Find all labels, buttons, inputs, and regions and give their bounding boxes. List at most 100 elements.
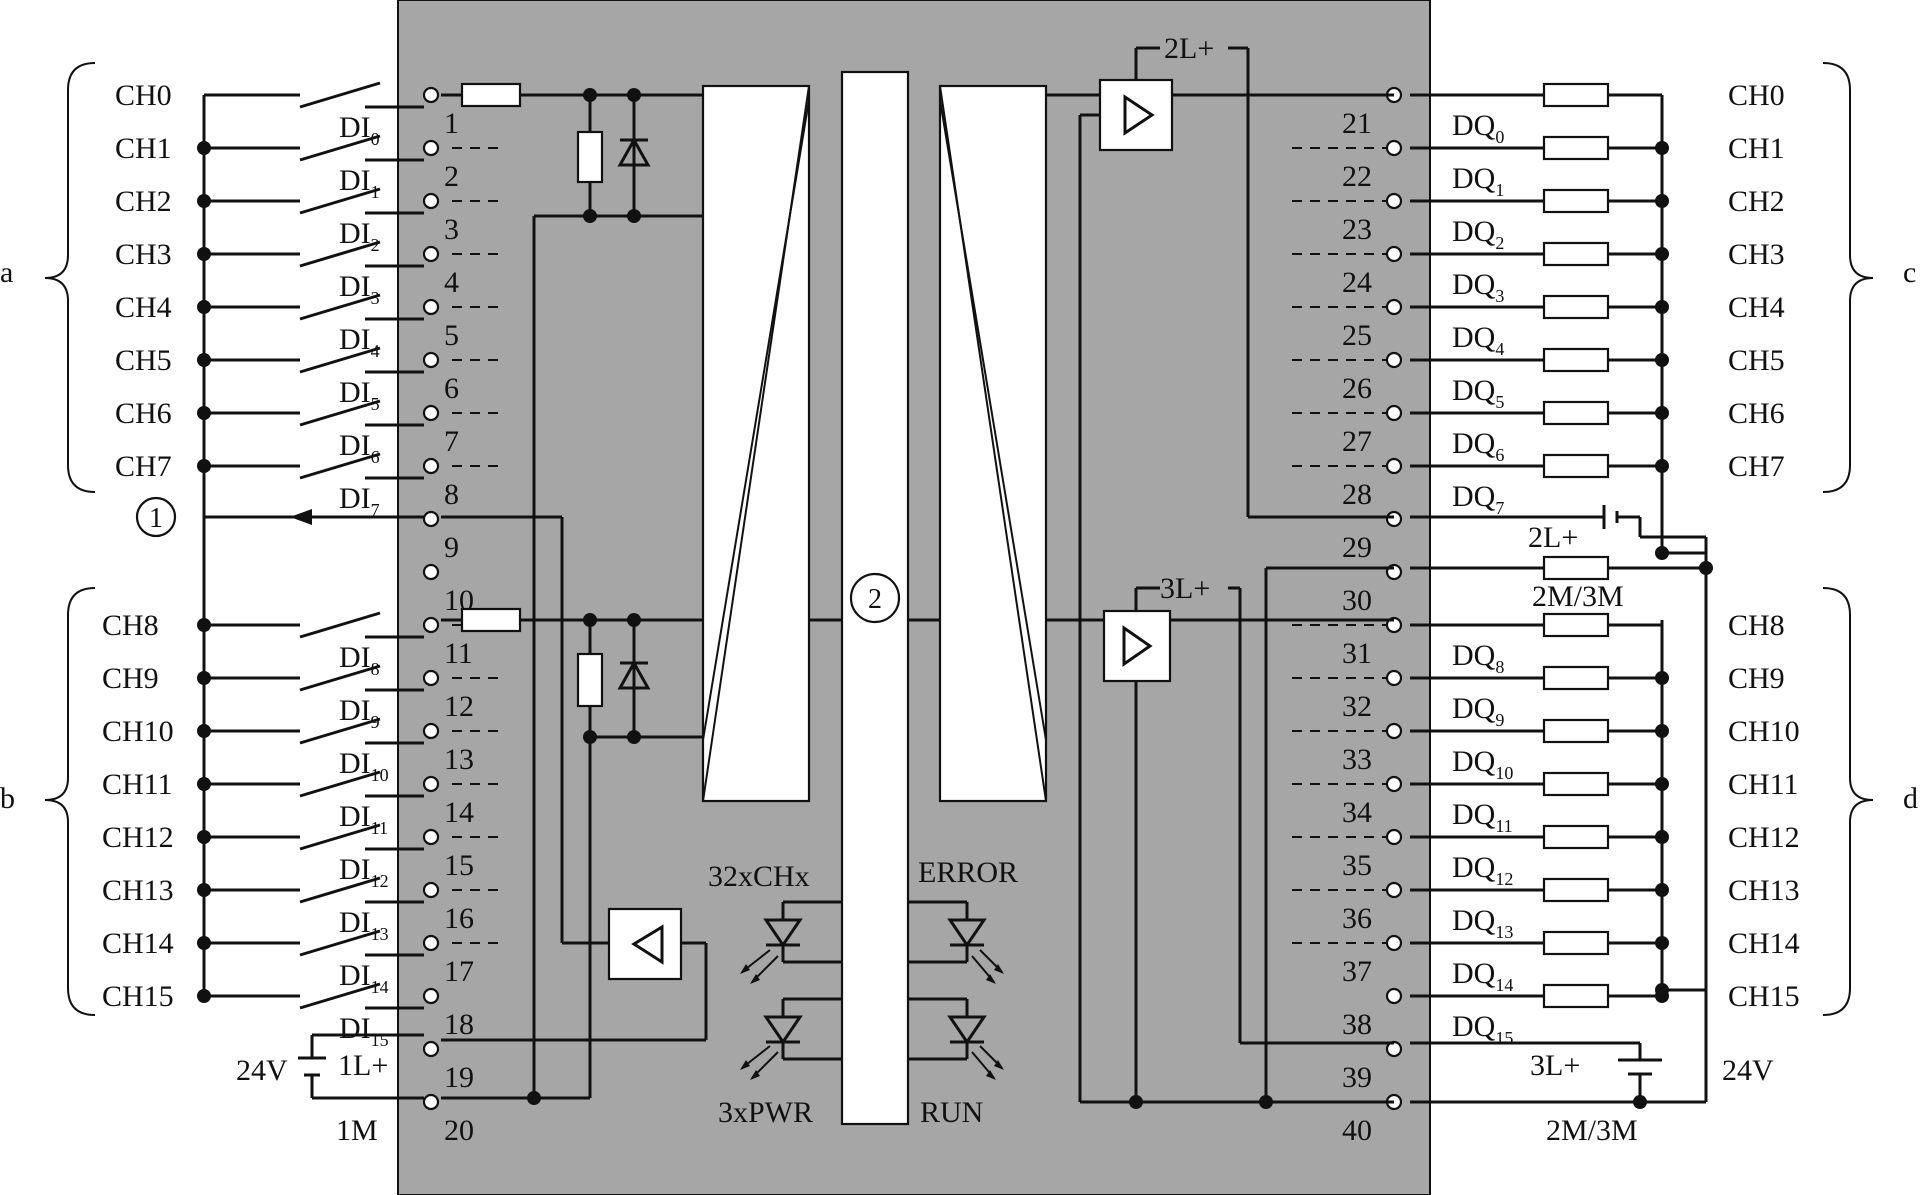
di-label: DI13 <box>339 906 389 944</box>
wire <box>299 399 381 427</box>
output-load-resistor <box>1542 824 1610 850</box>
input-channel-label: CH5 <box>115 344 172 377</box>
dq-label: DQ1 <box>1452 162 1504 200</box>
wire <box>299 823 381 851</box>
dq-label: DQ5 <box>1452 374 1504 412</box>
output-load-resistor <box>1542 718 1610 744</box>
junction-dot <box>197 353 211 367</box>
junction-dot <box>1655 247 1669 261</box>
input-terminal <box>422 934 440 952</box>
di-label: DI12 <box>339 853 389 891</box>
junction-dot <box>197 671 211 685</box>
ground-label-bottom: 2M/3M <box>1546 1114 1638 1147</box>
output-terminal-number: 36 <box>1342 902 1372 935</box>
wire <box>299 240 381 268</box>
input-channel-label: CH3 <box>115 238 172 271</box>
input-channel-label: CH9 <box>102 662 159 695</box>
output-channel-label: CH13 <box>1728 874 1800 907</box>
input-terminal <box>422 351 440 369</box>
junction-dot <box>197 989 211 1003</box>
output-channel-label: CH1 <box>1728 132 1785 165</box>
output-terminal <box>1385 192 1403 210</box>
input-terminal-number: 19 <box>444 1061 474 1094</box>
input-filter-bottom <box>441 607 703 1098</box>
input-terminal-number: 2 <box>444 160 459 193</box>
output-terminal-number: 33 <box>1342 743 1372 776</box>
input-terminal-number: 8 <box>444 478 459 511</box>
output-terminal-number: 26 <box>1342 372 1372 405</box>
bus-marker-label: 2 <box>868 584 882 615</box>
group-c-label: c <box>1903 256 1916 289</box>
wire <box>299 717 381 745</box>
supply2-plus-right: 2L+ <box>1528 521 1578 554</box>
input-terminal-number: 5 <box>444 319 459 352</box>
output-terminal-number: 25 <box>1342 319 1372 352</box>
junction-dot <box>1655 671 1669 685</box>
output-channel-label: CH2 <box>1728 185 1785 218</box>
dq-label: DQ4 <box>1452 321 1504 359</box>
dq-label: DQ10 <box>1452 745 1513 783</box>
input-channel-label: CH8 <box>102 609 159 642</box>
dq-label: DQ13 <box>1452 904 1513 942</box>
output-channel-label: CH15 <box>1728 980 1800 1013</box>
input-terminal <box>422 775 440 793</box>
output-supply-3 <box>1410 1041 1662 1104</box>
input-terminal <box>422 616 440 634</box>
output-terminal <box>1385 404 1403 422</box>
junction-dot <box>197 618 211 632</box>
output-terminal <box>1385 510 1403 528</box>
junction-dot <box>1655 777 1669 791</box>
input-terminal <box>422 1093 440 1111</box>
junction-dot <box>1655 936 1669 950</box>
output-load-resistor <box>1542 135 1610 161</box>
input-channel-label: CH4 <box>115 291 172 324</box>
input-terminal <box>422 669 440 687</box>
output-terminal-number: 29 <box>1342 531 1372 564</box>
output-terminal <box>1385 934 1403 952</box>
wire <box>299 81 381 109</box>
output-driver-bottom <box>1046 566 1394 1104</box>
output-load-resistor <box>1542 665 1610 691</box>
group-d-label: d <box>1903 782 1918 815</box>
dq-label: DQ12 <box>1452 851 1513 889</box>
input-terminal-number: 16 <box>444 902 474 935</box>
led-channels <box>740 900 842 984</box>
di-label: DI11 <box>339 800 388 838</box>
input-terminal <box>422 563 440 581</box>
output-load-resistor <box>1542 241 1610 267</box>
output-channel-label: CH3 <box>1728 238 1785 271</box>
junction-dot <box>1655 830 1669 844</box>
junction-dot <box>1655 406 1669 420</box>
output-terminal-number: 21 <box>1342 107 1372 140</box>
led-run <box>908 997 1004 1080</box>
input-terminal-number: 15 <box>444 849 474 882</box>
bracket-c <box>1822 62 1874 493</box>
input-terminal-number: 17 <box>444 955 474 988</box>
output-driver-top <box>1046 46 1394 1102</box>
output-load-resistor <box>1542 188 1610 214</box>
output-terminal-number: 34 <box>1342 796 1372 829</box>
junction-dot <box>1655 883 1669 897</box>
output-terminal <box>1385 828 1403 846</box>
junction-dot <box>1655 353 1669 367</box>
output-channel-label: CH14 <box>1728 927 1800 960</box>
wire <box>299 770 381 798</box>
junction-dot <box>1655 141 1669 155</box>
bracket-d <box>1822 587 1874 1016</box>
led-power-label: 3xPWR <box>718 1096 813 1129</box>
output-load-resistor <box>1542 930 1610 956</box>
output-channel-label: CH10 <box>1728 715 1800 748</box>
wire <box>299 187 381 215</box>
junction-dot <box>197 194 211 208</box>
junction-dot <box>197 883 211 897</box>
input-channel-label: CH0 <box>115 79 172 112</box>
output-channel-label: CH5 <box>1728 344 1785 377</box>
dq-label: DQ2 <box>1452 215 1504 253</box>
di-label: DI10 <box>339 747 389 785</box>
dq-label: DQ3 <box>1452 268 1504 306</box>
bus-marker-circle <box>849 572 901 624</box>
wire <box>299 929 381 957</box>
output-channel-label: CH6 <box>1728 397 1785 430</box>
di-label: DI7 <box>339 482 380 520</box>
output-terminal <box>1385 775 1403 793</box>
